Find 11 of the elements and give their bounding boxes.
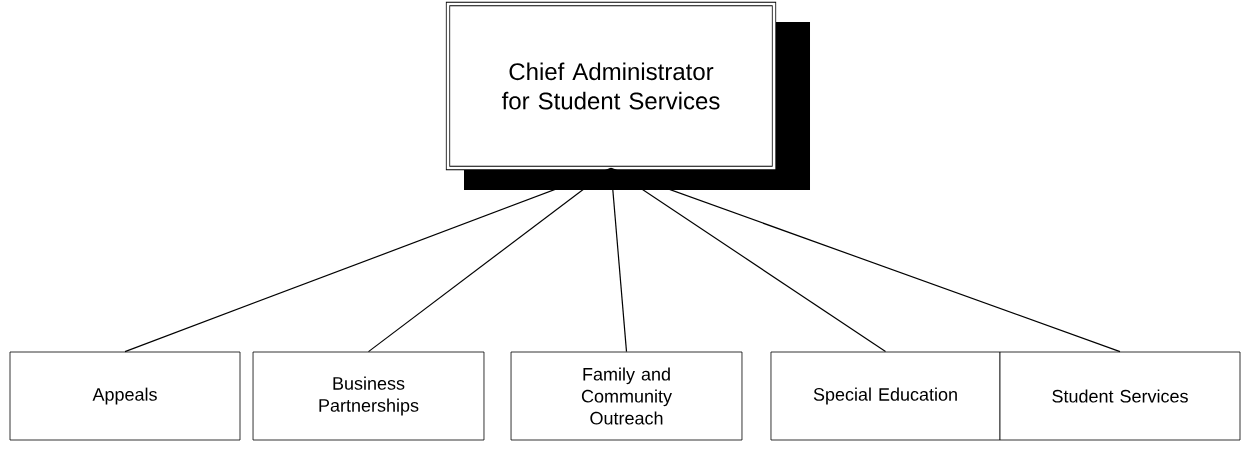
- department-box: Appeals: [9, 351, 241, 441]
- department-box: Family and Community Outreach: [510, 351, 743, 441]
- connector-line: [610, 167, 887, 353]
- department-box: Business Partnerships: [252, 351, 485, 441]
- connector-line: [124, 167, 612, 353]
- department-box: Special Education: [770, 351, 1001, 441]
- department-box: Student Services: [999, 351, 1241, 441]
- connector-line: [610, 167, 1121, 353]
- connector-line: [367, 167, 612, 353]
- connector-line: [610, 167, 628, 353]
- title-box: Chief Administrator for Student Services: [445, 1, 810, 190]
